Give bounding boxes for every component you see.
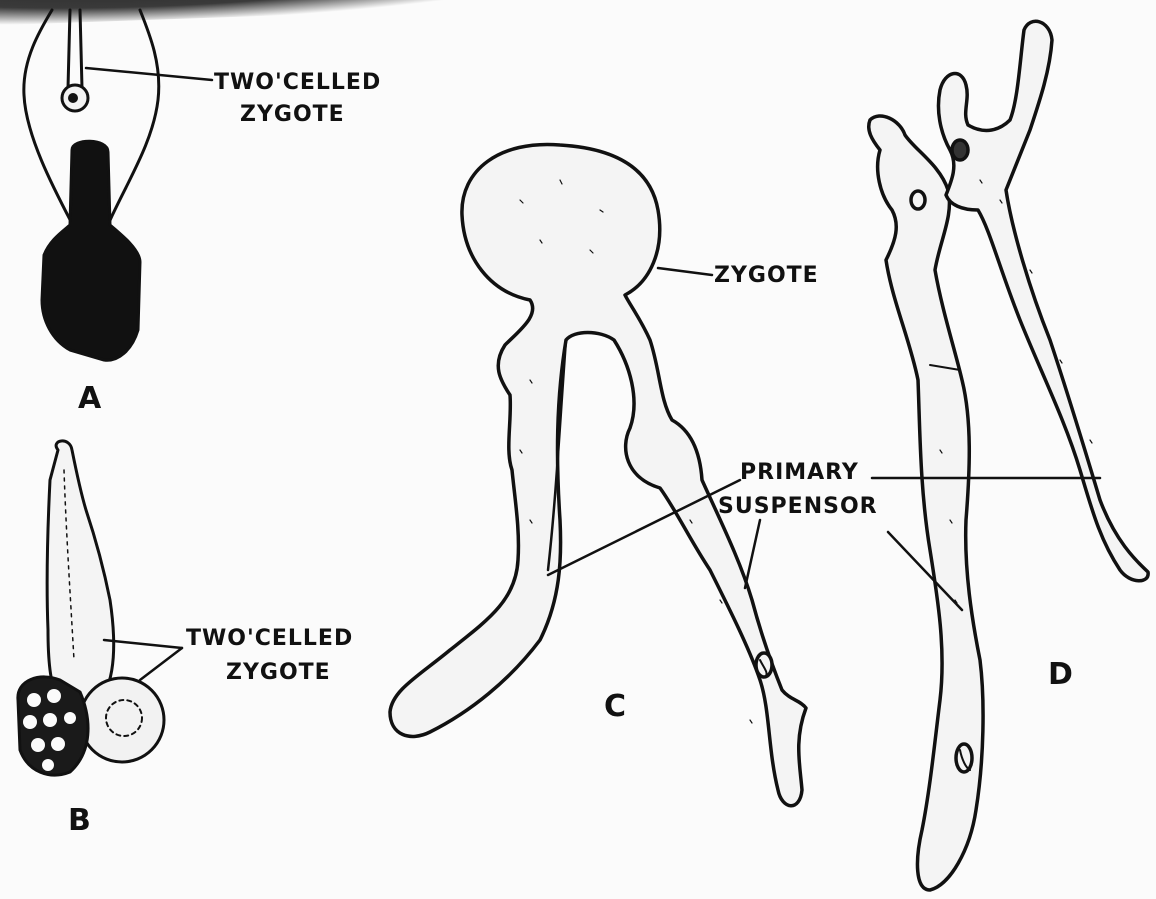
panel-d-right-cell bbox=[938, 21, 1148, 580]
panel-d-letter: D bbox=[1048, 660, 1074, 690]
panel-b-round-cell bbox=[80, 678, 164, 762]
panel-a-zygote-stalk bbox=[68, 10, 82, 88]
panel-c-letter: C bbox=[604, 692, 627, 722]
panel-a-dark-body bbox=[42, 141, 140, 360]
panel-b-leader-line-1 bbox=[104, 640, 182, 648]
panel-a-letter: A bbox=[78, 384, 102, 414]
panel-b-tissue-cluster bbox=[18, 677, 88, 775]
panel-b-label-line2: ZYGOTE bbox=[226, 662, 331, 684]
panel-c-suspensor-leader-2 bbox=[745, 520, 760, 588]
panel-a-leader-line bbox=[86, 68, 212, 80]
panel-b-tube-cell bbox=[47, 441, 114, 713]
panel-a-label-line2: ZYGOTE bbox=[240, 104, 345, 126]
panel-c-suspensor-label-line1: PRIMARY bbox=[740, 462, 859, 484]
panel-c-zygote-label: ZYGOTE bbox=[714, 265, 819, 287]
panel-a-label-line1: TWO'CELLED bbox=[214, 72, 381, 94]
panel-d-drawing bbox=[869, 21, 1148, 890]
panel-d-left-cell bbox=[869, 116, 983, 890]
panel-b-letter: B bbox=[68, 806, 92, 836]
panel-a-drawing bbox=[24, 10, 212, 360]
panel-c-zygote-leader bbox=[658, 268, 712, 275]
panel-b-leader-line-2 bbox=[140, 648, 182, 680]
panel-b-label-line1: TWO'CELLED bbox=[186, 628, 353, 650]
panel-b-drawing bbox=[18, 441, 182, 775]
panel-c-suspensor-label-line2: SUSPENSOR bbox=[718, 496, 878, 518]
